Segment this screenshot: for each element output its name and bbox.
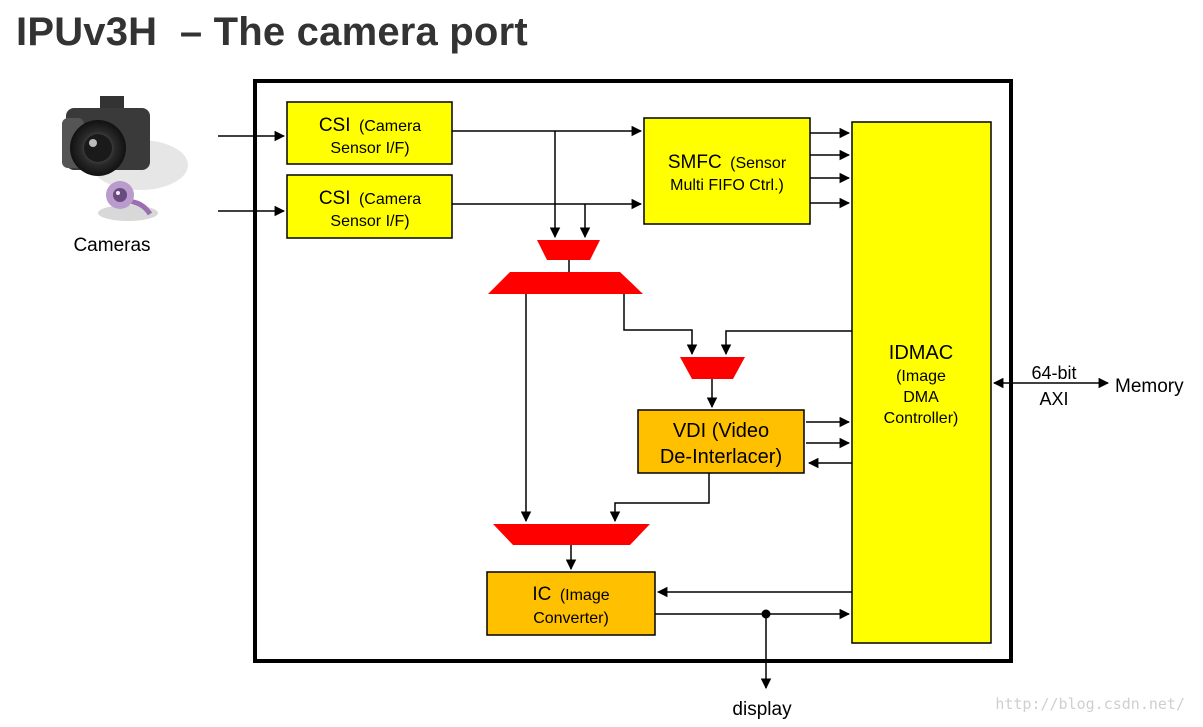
cameras-label: Cameras xyxy=(73,235,150,256)
smfc-block: SMFC (Sensor Multi FIFO Ctrl.) xyxy=(643,117,811,225)
connections xyxy=(452,125,1110,690)
bus-type-label: AXI xyxy=(1039,389,1068,409)
vdi-block: VDI (Video De-Interlacer) xyxy=(637,409,805,474)
csi1-desc-2: Sensor I/F) xyxy=(330,140,409,157)
page-title: IPUv3H – The camera port xyxy=(16,10,528,54)
vdi-line-1: VDI (Video xyxy=(673,420,769,442)
watermark: http://blog.csdn.net/ xyxy=(995,695,1185,713)
vdi-line-2: De-Interlacer) xyxy=(660,446,782,468)
csi2-name: CSI xyxy=(319,188,351,209)
ic-desc-2: Converter) xyxy=(533,610,609,627)
webcam-icon xyxy=(98,181,158,221)
csi-block-2: CSI (Camera Sensor I/F) xyxy=(286,174,453,239)
bus-width-label: 64-bit xyxy=(1031,363,1076,383)
mux-2 xyxy=(488,272,643,294)
svg-text:SMFC (Sensor: SMFC (Sensor xyxy=(668,152,787,173)
csi2-desc-1: (Camera xyxy=(359,191,421,208)
smfc-desc-2: Multi FIFO Ctrl.) xyxy=(670,177,784,194)
ic-block: IC (Image Converter) xyxy=(486,571,656,636)
csi-block-1: CSI (Camera Sensor I/F) xyxy=(286,101,453,165)
idmac-desc-1: (Image xyxy=(896,368,946,385)
display-label: display xyxy=(732,699,792,720)
svg-text:CSI (Camera: CSI (Camera xyxy=(319,188,421,209)
idmac-name: IDMAC xyxy=(889,342,953,364)
memory-label: Memory xyxy=(1115,376,1184,397)
ipu-frame xyxy=(253,79,1013,663)
svg-text:IC (Image: IC (Image xyxy=(532,584,609,605)
idmac-desc-3: Controller) xyxy=(884,410,959,427)
csi1-desc-1: (Camera xyxy=(359,118,421,135)
mux-3 xyxy=(680,357,745,379)
ic-desc-1: (Image xyxy=(560,587,610,604)
camera-icon xyxy=(62,96,188,190)
smfc-name: SMFC xyxy=(668,152,722,173)
csi1-name: CSI xyxy=(319,115,351,136)
csi2-desc-2: Sensor I/F) xyxy=(330,213,409,230)
smfc-desc-1: (Sensor xyxy=(730,155,787,172)
idmac-block: IDMAC (Image DMA Controller) xyxy=(851,121,992,644)
idmac-desc-2: DMA xyxy=(903,389,939,406)
mux-1 xyxy=(537,240,600,260)
ic-name: IC xyxy=(532,584,551,605)
mux-4 xyxy=(493,524,650,545)
display-junction-dot xyxy=(761,609,771,619)
svg-text:CSI (Camera: CSI (Camera xyxy=(319,115,421,136)
